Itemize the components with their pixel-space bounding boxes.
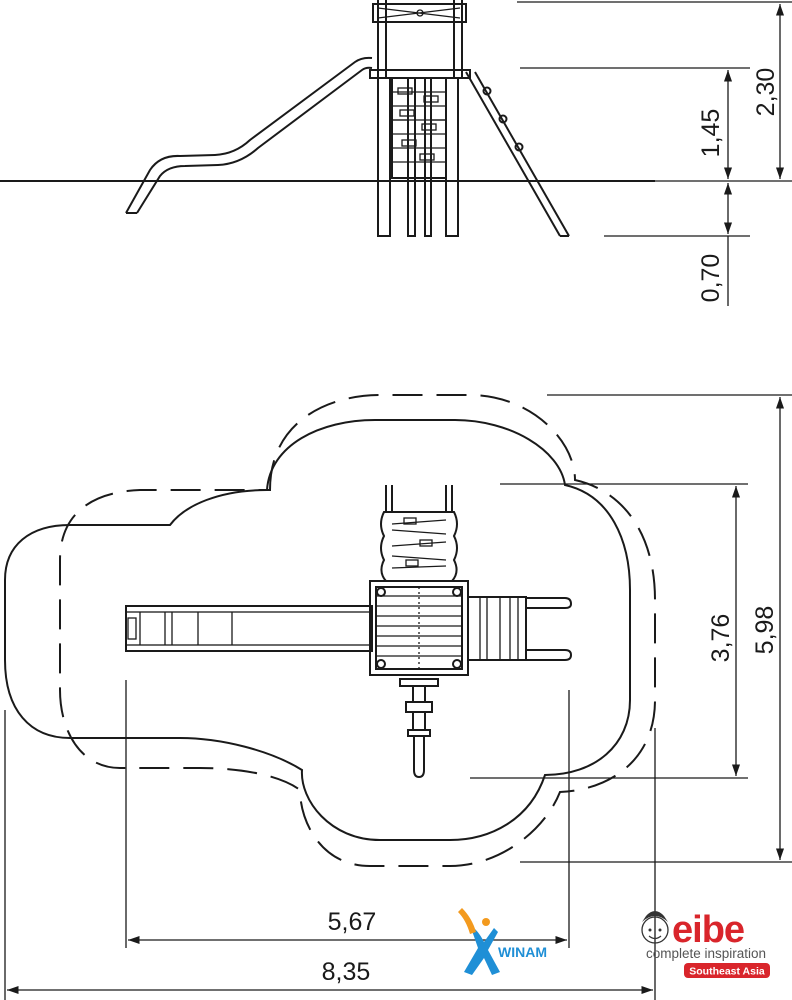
dim-platform-height: 1,45 <box>697 109 725 158</box>
dim-overall-width: 8,35 <box>322 958 371 986</box>
eibe-brand-name: eibe <box>672 909 744 951</box>
slide-side <box>125 56 373 214</box>
ladder-top <box>467 596 573 661</box>
dim-inner-width: 5,67 <box>328 908 377 936</box>
climbing-wall-top <box>380 485 458 582</box>
eibe-region-badge <box>684 963 770 978</box>
safety-zone-dashed <box>59 394 656 867</box>
eibe-face-icon <box>641 916 669 944</box>
winam-figure-icon <box>464 925 500 975</box>
elevation-view: 2,30 1,45 0,70 <box>0 0 792 306</box>
plan-dimensions <box>4 394 792 1000</box>
elevation-dimensions <box>517 1 792 306</box>
eibe-tagline: complete inspiration <box>646 946 766 961</box>
dim-foundation-depth: 0,70 <box>697 254 725 303</box>
dim-inner-depth: 3,76 <box>707 614 735 663</box>
eibe-logo: eibe complete inspiration Southeast Asia <box>641 909 770 978</box>
slide-top <box>125 605 373 652</box>
plan-view: 3,76 5,98 5,67 8,35 <box>4 394 792 1000</box>
tower-roof <box>372 0 467 78</box>
dim-overall-depth: 5,98 <box>751 606 779 655</box>
winam-logo-text: WINAM <box>498 944 547 960</box>
eibe-region: Southeast Asia <box>689 966 765 978</box>
winam-logo: WINAM <box>458 908 547 975</box>
impact-area-solid <box>4 419 631 841</box>
dim-total-height: 2,30 <box>752 68 780 117</box>
ladder-side <box>465 71 570 237</box>
rope-climb-top <box>399 678 439 779</box>
climbing-panel <box>391 77 447 179</box>
tower-top <box>369 580 469 676</box>
